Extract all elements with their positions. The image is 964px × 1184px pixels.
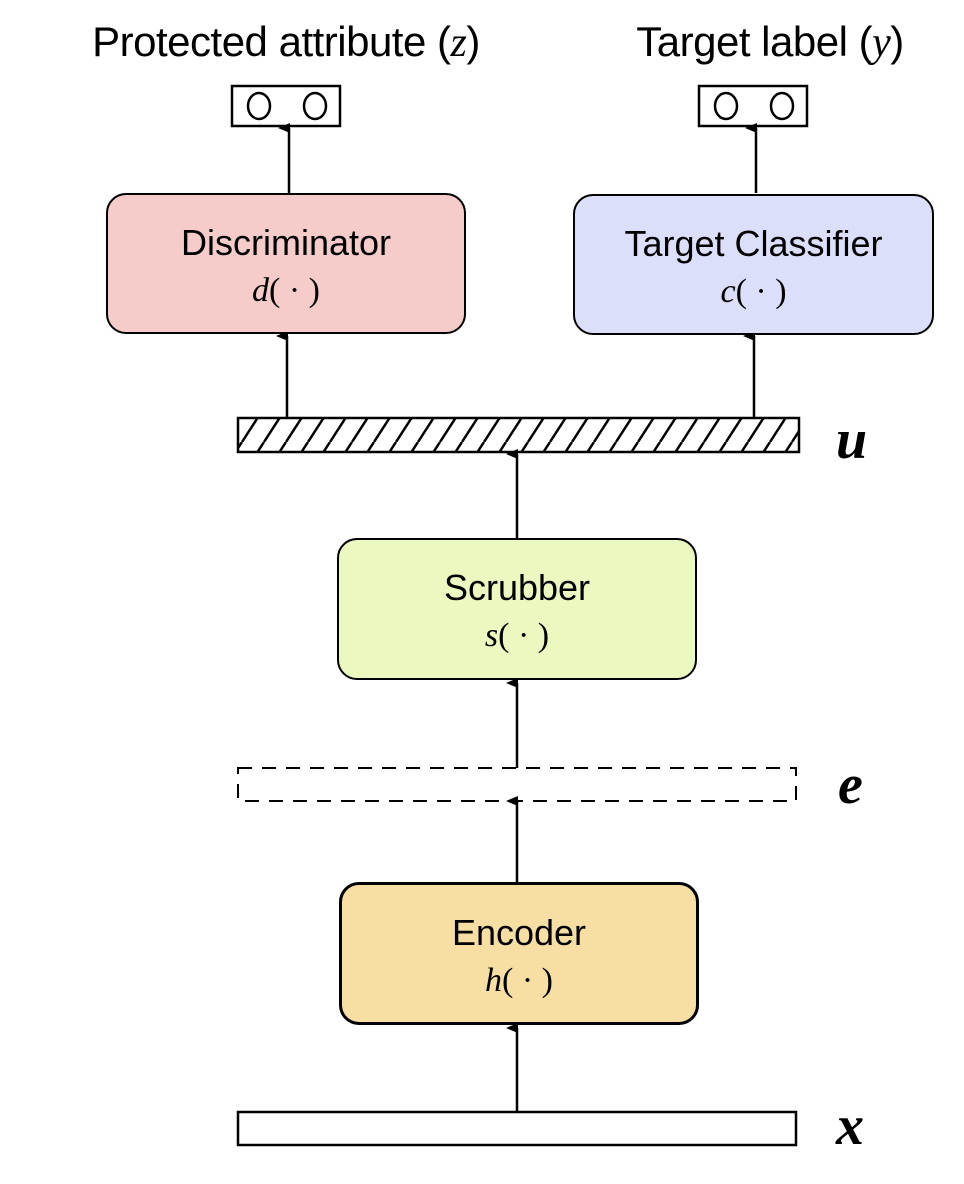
discriminator-function: d( · ) — [252, 272, 320, 309]
x-label: x — [836, 1095, 864, 1157]
protected-attribute-label: Protected attribute (z) — [92, 18, 480, 66]
target-classifier-function: c( · ) — [720, 273, 787, 310]
target-classifier-name: Target Classifier — [624, 223, 883, 264]
protected-output-vector — [230, 84, 342, 128]
e-vector — [237, 767, 797, 802]
discriminator-block: Discriminator d( · ) — [106, 193, 466, 334]
encoder-function: h( · ) — [485, 962, 553, 999]
scrubber-function: s( · ) — [484, 617, 550, 654]
u-vector — [236, 416, 801, 454]
e-label: e — [838, 754, 863, 816]
scrubber-block: Scrubber s( · ) — [337, 538, 697, 680]
scrubber-name: Scrubber — [443, 567, 591, 608]
encoder-name: Encoder — [451, 912, 587, 953]
target-label-label: Target label (y) — [636, 18, 904, 66]
target-classifier-block: Target Classifier c( · ) — [573, 194, 934, 335]
u-label: u — [836, 409, 868, 471]
discriminator-name: Discriminator — [180, 222, 392, 263]
encoder-block: Encoder h( · ) — [339, 882, 699, 1025]
x-vector — [236, 1110, 798, 1147]
target-output-vector — [697, 84, 809, 128]
